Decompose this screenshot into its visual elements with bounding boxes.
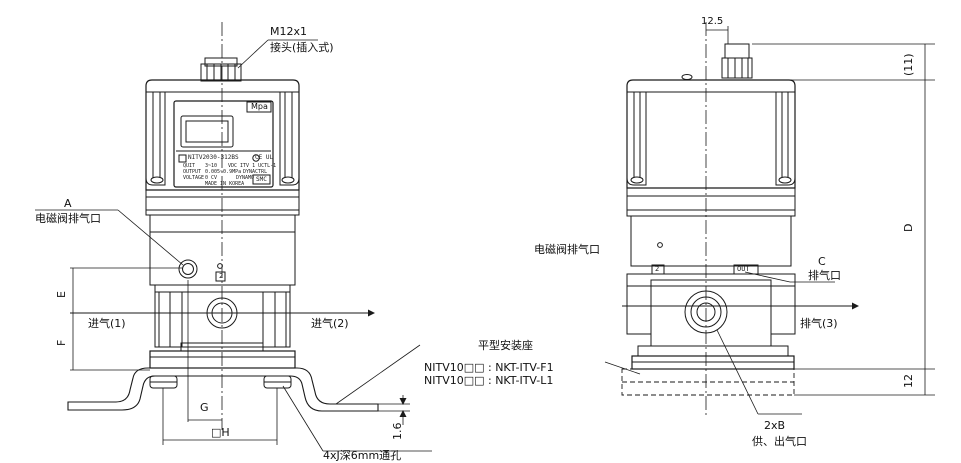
spec-row2-left: OUTPUT <box>183 169 202 175</box>
side-connector <box>724 43 750 59</box>
spec-row4: MADE IN KOREA <box>205 181 245 187</box>
spec-row1-right: VDC ITV 1 UCTL-1 <box>228 163 277 169</box>
badge-label: SMC <box>256 176 267 183</box>
model-label: NITV2030-312BS <box>188 154 239 161</box>
front-panel <box>173 100 274 188</box>
mount-line-1: NITV10□□ : NKT-ITV-F1 <box>424 361 554 374</box>
dim-g: G <box>200 401 209 414</box>
port-desc-label: 供、出气口 <box>752 435 807 448</box>
spec-row3-right: DYNAMO <box>236 175 255 181</box>
mount-line-2: NITV10□□ : NKT-ITV-L1 <box>424 374 554 387</box>
spec-row2-right: DYNACTRL <box>243 169 268 175</box>
connector-desc-label: 接头(插入式) <box>270 41 334 54</box>
port-mark: 2 <box>219 272 224 280</box>
connector-thread-label: M12x1 <box>270 25 307 38</box>
cert-marks: CE UL <box>255 154 274 161</box>
dim-12: 12 <box>902 374 915 388</box>
exhaust-3-label: 排气(3) <box>800 317 838 330</box>
spec-row3-left: VOLTAGE <box>183 175 205 181</box>
front-view <box>35 22 432 452</box>
side-port-out-mark: OUT <box>737 265 750 273</box>
lcd-display <box>180 115 234 148</box>
mount-title: 平型安装座 <box>478 339 533 352</box>
dim-f: F <box>55 339 68 346</box>
spec-row2-mid: 0.005~0.9MPa <box>205 169 242 175</box>
spec-row1-left: QUIT <box>183 163 196 169</box>
outlet-label: 进气(2) <box>311 317 349 330</box>
dim-e: E <box>55 291 68 298</box>
label-a: A <box>64 197 72 210</box>
solenoid-exhaust-port <box>178 259 198 279</box>
spec-row3-mid: 0 CV <box>205 175 218 181</box>
port-2xb-label: 2xB <box>764 419 786 432</box>
solenoid-exhaust-label: 电磁阀排气口 <box>534 243 600 256</box>
label-a-desc: 电磁阀排气口 <box>35 212 101 225</box>
side-port-in-mark: 2 <box>655 265 660 273</box>
exhaust-label: 排气口 <box>808 269 841 282</box>
label-c: C <box>818 255 826 268</box>
unit-label: Mpa <box>251 102 268 111</box>
unit-tag <box>246 101 272 113</box>
dim-1-6: 1.6 <box>391 422 404 441</box>
spec-row1-mid: 3~10 <box>205 163 218 169</box>
dim-h: □H <box>211 426 230 439</box>
dim-11: (11) <box>902 53 915 76</box>
dim-12-5: 12.5 <box>701 16 724 27</box>
mounting-bracket <box>67 367 379 412</box>
side-view <box>604 22 935 418</box>
dim-d: D <box>902 223 915 232</box>
m12-connector <box>200 57 242 82</box>
inlet-label: 进气(1) <box>88 317 126 330</box>
hole-note: 4xJ深6mm通孔 <box>323 449 402 462</box>
